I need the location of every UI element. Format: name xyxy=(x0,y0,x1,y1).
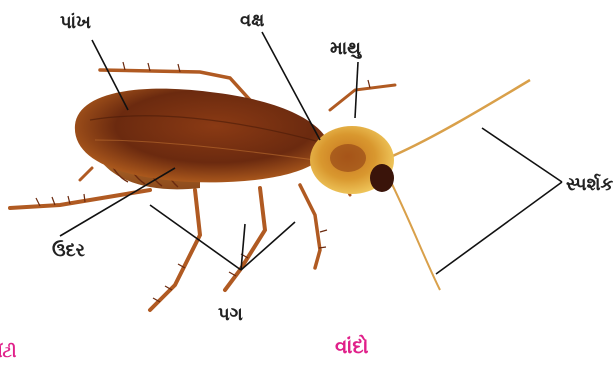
wing-label: પાંખ xyxy=(60,12,91,33)
diagram-title: વાંદો xyxy=(335,334,369,358)
partial-caption: વીંટી xyxy=(0,342,16,362)
antenna-label: સ્પર્શક xyxy=(566,174,613,195)
head-label: માથુ xyxy=(330,38,361,59)
thorax-label: વક્ષ xyxy=(240,10,264,31)
abdomen-label: ઉદર xyxy=(52,240,85,261)
legs-label: પગ xyxy=(218,304,243,325)
